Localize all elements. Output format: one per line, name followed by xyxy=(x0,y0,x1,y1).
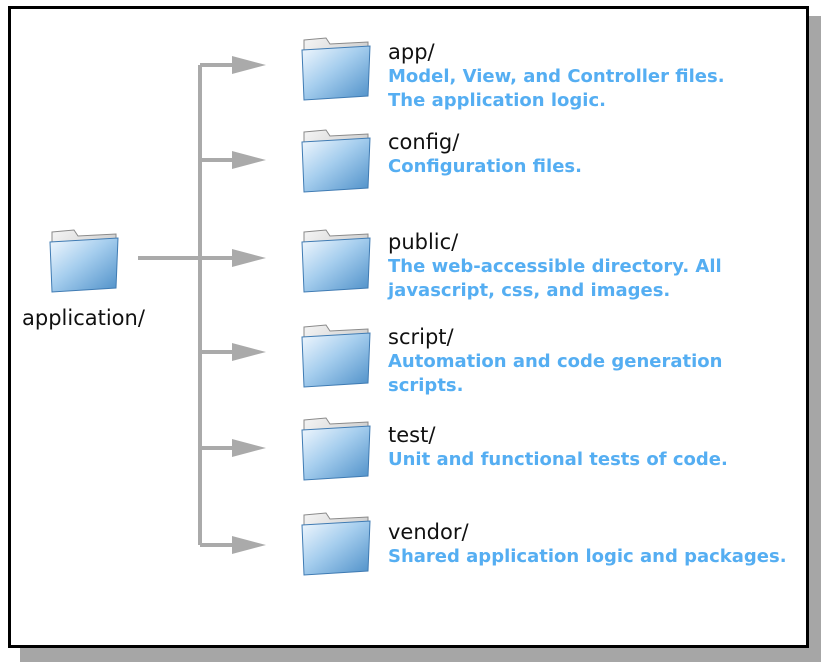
folder-entry: vendor/Shared application logic and pack… xyxy=(388,520,787,569)
folder-description: Unit and functional tests of code. xyxy=(388,449,728,470)
folder-name: script/ xyxy=(388,325,454,349)
folder-icon xyxy=(298,317,374,391)
arrowhead-4 xyxy=(232,439,266,457)
folder-description: Automation and code generation xyxy=(388,351,723,372)
folder-icon xyxy=(298,410,374,484)
diagram-frame xyxy=(8,6,809,648)
folder-description: Model, View, and Controller files. xyxy=(388,66,725,87)
folder-icon xyxy=(298,505,374,579)
folder-entry: config/Configuration files. xyxy=(388,130,582,179)
folder-description: scripts. xyxy=(388,375,464,396)
folder-icon xyxy=(298,122,374,196)
folder-entry: public/The web-accessible directory. All… xyxy=(388,230,722,303)
folder-description: The application logic. xyxy=(388,90,606,111)
folder-description: The web-accessible directory. All xyxy=(388,256,722,277)
arrowhead-1 xyxy=(232,151,266,169)
folder-name: app/ xyxy=(388,40,435,64)
folder-entry: script/Automation and code generation scr… xyxy=(388,325,722,398)
folder-name: test/ xyxy=(388,423,436,447)
folder-description: Configuration files. xyxy=(388,156,582,177)
folder-entry: app/Model, View, and Controller files. Th… xyxy=(388,40,725,113)
arrowhead-5 xyxy=(232,536,266,554)
arrowhead-0 xyxy=(232,56,266,74)
folder-name: vendor/ xyxy=(388,520,469,544)
folder-icon xyxy=(298,30,374,104)
arrowhead-3 xyxy=(232,343,266,361)
root-folder-icon xyxy=(46,222,122,296)
folder-icon xyxy=(298,222,374,296)
folder-description: Shared application logic and packages. xyxy=(388,546,787,567)
arrowhead-2 xyxy=(232,249,266,267)
folder-entry: test/Unit and functional tests of code. xyxy=(388,423,728,472)
folder-name: config/ xyxy=(388,130,460,154)
folder-name: public/ xyxy=(388,230,459,254)
root-folder-label: application/ xyxy=(22,306,145,330)
folder-description: javascript, css, and images. xyxy=(388,280,671,301)
